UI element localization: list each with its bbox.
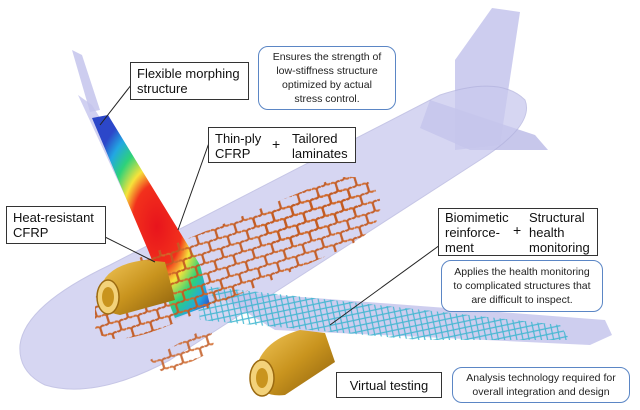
biomimetic-label: Biomimetic reinforce- ment: [445, 210, 509, 255]
structural-health-label: Structural health monitoring: [529, 210, 590, 255]
thin-ply-tailored-box: Thin-ply CFRP + Tailored laminates: [208, 127, 356, 163]
stiffness-note: Ensures the strength of low-stiffness st…: [258, 46, 396, 110]
analysis-note: Analysis technology required for overall…: [452, 367, 630, 403]
plus-sign: +: [513, 222, 522, 238]
engine-left: [96, 260, 175, 315]
heat-resistant-label: Heat-resistant CFRP: [6, 206, 106, 244]
biomimetic-reinforcement: [195, 285, 570, 340]
virtual-testing-label: Virtual testing: [336, 372, 442, 398]
tailored-label: Tailored laminates: [292, 131, 348, 161]
health-note: Applies the health monitoring to complic…: [441, 260, 603, 312]
biomimetic-health-box: Biomimetic reinforce- ment + Structural …: [438, 208, 598, 256]
rear-lattice: [250, 189, 360, 250]
plus-sign: +: [272, 136, 281, 152]
lower-lattice: [150, 325, 215, 375]
thin-ply-label: Thin-ply CFRP: [215, 131, 262, 161]
leader-lines: [94, 79, 441, 326]
winglet: [72, 50, 100, 112]
flexible-morphing-label: Flexible morphing structure: [130, 62, 249, 100]
engine-right: [249, 330, 335, 397]
